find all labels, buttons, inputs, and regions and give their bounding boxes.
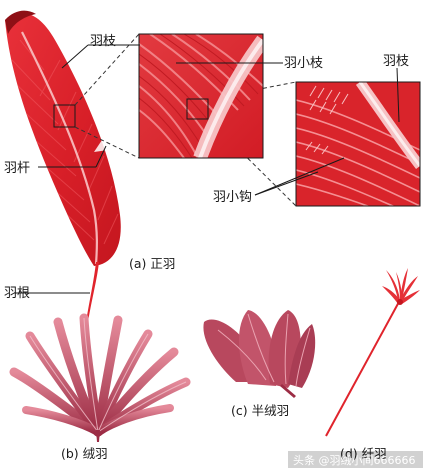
caption-contour-feather: (a) 正羽 xyxy=(129,256,175,271)
watermark-backdrop xyxy=(288,451,423,468)
semiplume-quill xyxy=(280,384,296,398)
feather-rachis xyxy=(21,31,98,265)
label-rachis: 羽杆 xyxy=(4,161,30,176)
zoom-panel-barbules xyxy=(295,81,421,207)
semiplume-feather: (c) 半绒羽 xyxy=(203,310,316,418)
part-labels: 羽枝 羽小枝 羽枝 羽杆 羽小钩 羽根 xyxy=(4,34,409,301)
leader-lines xyxy=(14,44,400,294)
label-barb-right: 羽枝 xyxy=(383,54,409,69)
label-hooklet: 羽小钩 xyxy=(213,190,252,205)
contour-feather xyxy=(5,10,121,322)
label-calamus: 羽根 xyxy=(4,286,30,301)
zoom-highlight-box xyxy=(186,98,209,120)
label-barbule: 羽小枝 xyxy=(284,56,323,71)
down-feather: (b) 绒羽 xyxy=(9,313,191,461)
filoplume-feather: (d) 纤羽 xyxy=(325,268,420,461)
caption-filoplume: (d) 纤羽 xyxy=(340,446,387,461)
caption-semiplume: (c) 半绒羽 xyxy=(231,403,289,418)
zoom-panel-barbs xyxy=(138,33,264,159)
feather-quill xyxy=(86,262,99,322)
caption-down-feather: (b) 绒羽 xyxy=(61,446,108,461)
watermark-text: 头条 @羽绒小间666666 xyxy=(293,453,416,467)
feather-vane xyxy=(5,13,121,267)
label-barb-top: 羽枝 xyxy=(90,34,116,49)
vane-highlight-box xyxy=(53,104,76,128)
down-feather-quill xyxy=(96,430,100,442)
feather-tip xyxy=(5,10,36,34)
